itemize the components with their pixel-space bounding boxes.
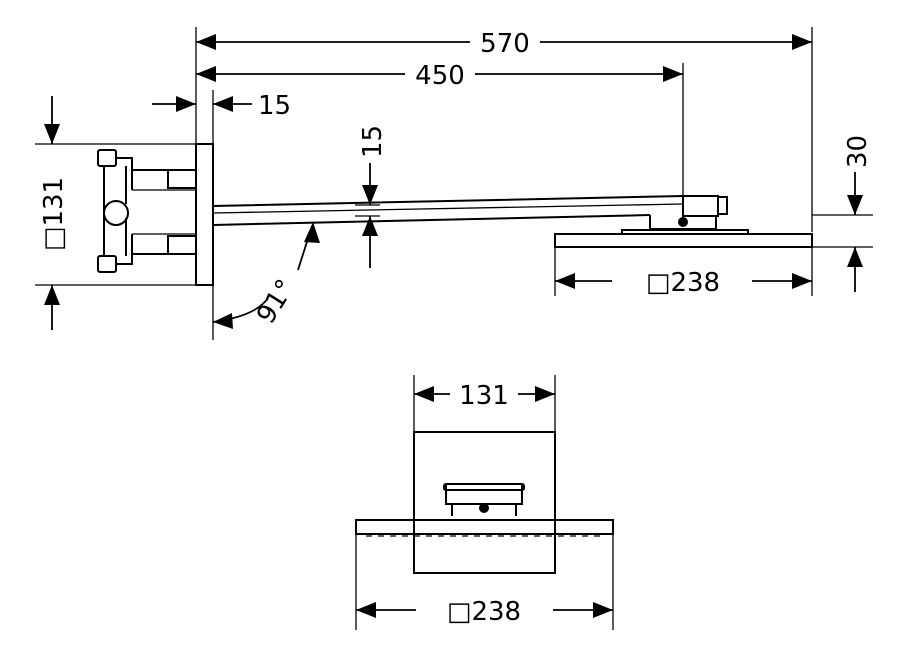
shower-arm [212,195,728,230]
dim-head-height: 30 [843,135,873,292]
wall-plate-front [413,431,556,574]
label-box-size: □131 [39,177,69,251]
shower-head-front [355,519,614,537]
mounting-box [97,149,197,273]
dim-angle: 91° [212,222,320,329]
connector-front [443,483,525,516]
dim-arm-height: 15 [358,125,388,268]
label-head-size-front: □238 [447,597,521,627]
label-head-size-side: □238 [646,268,720,298]
label-head-height: 30 [843,135,873,168]
label-front-width: 131 [459,381,509,411]
label-arm-height: 15 [358,125,388,158]
label-arm-length: 450 [415,61,465,91]
dim-head-size-front: □238 [356,597,613,627]
dim-head-size-side: □238 [555,268,812,298]
label-plate-thickness: 15 [258,91,291,121]
wall-plate [195,143,214,286]
dim-plate-thickness: 15 [152,91,291,121]
label-angle: 91° [251,274,301,329]
side-view: 570 450 15 15 30 [35,27,873,340]
shower-head-side [554,229,813,248]
front-view: 131 □238 [355,375,614,630]
dim-front-width: 131 [414,381,555,411]
dim-total-length: 570 [196,29,812,59]
dim-arm-length: 450 [196,61,683,91]
dim-box-size: □131 [39,96,69,330]
label-total-length: 570 [480,29,530,59]
